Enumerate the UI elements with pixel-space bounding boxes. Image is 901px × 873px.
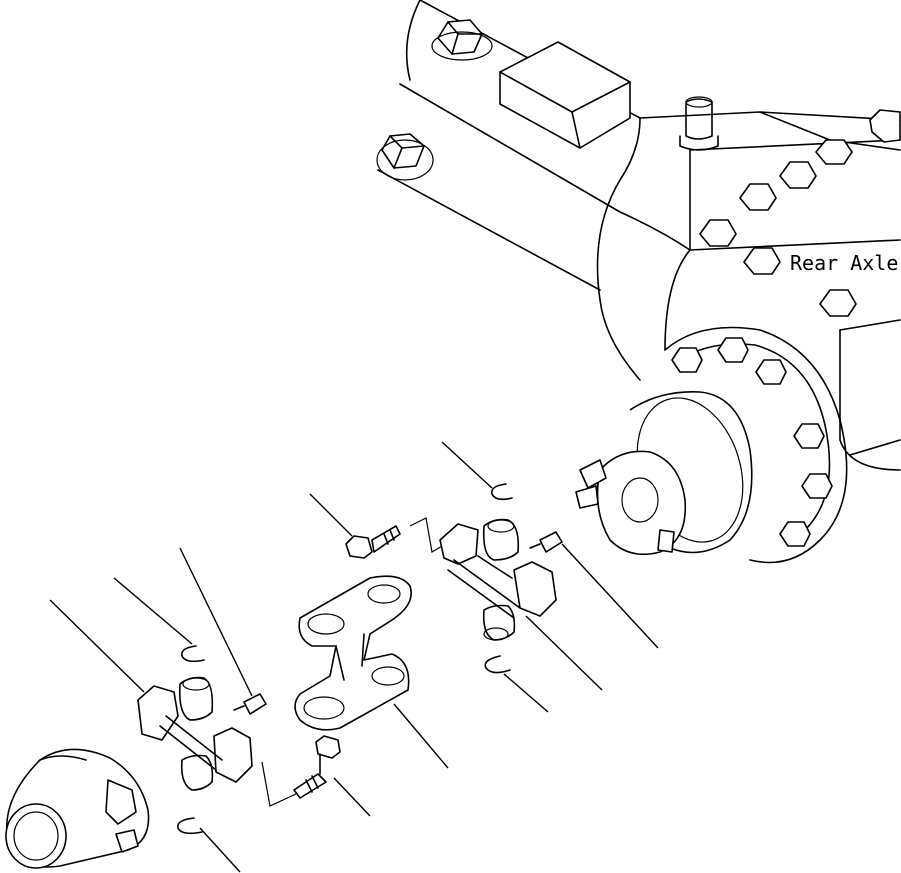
snap-ring-3 [180, 645, 205, 663]
housing-bolts [699, 109, 901, 317]
snap-ring-1 [490, 483, 513, 501]
rear-axle-label: Rear Axle [790, 251, 898, 275]
callout-leaders [49, 441, 659, 873]
yoke-bolt-1 [345, 525, 401, 559]
yoke-bolt-2 [293, 735, 341, 799]
snap-ring-2 [484, 655, 511, 674]
center-bearing-bracket [294, 575, 412, 731]
flange-yoke [5, 748, 150, 869]
front-universal-joint [137, 645, 341, 835]
rear-axle-housing: Rear Axle [376, 0, 901, 564]
axle-output-yoke [575, 450, 687, 556]
rear-universal-joint [345, 483, 563, 674]
flange-bolts [671, 337, 833, 547]
snap-ring-4 [177, 817, 203, 835]
